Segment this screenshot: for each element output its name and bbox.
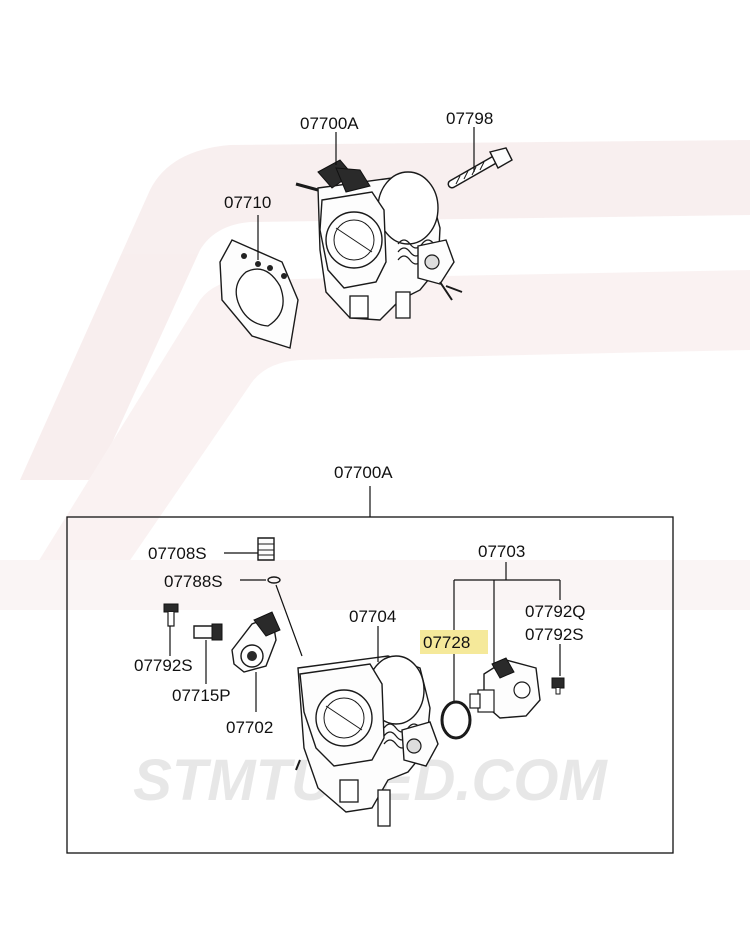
label-07792S-right: 07792S (525, 625, 584, 644)
bolt-07798 (447, 147, 513, 189)
label-07702: 07702 (226, 718, 273, 737)
throttle-body-top (295, 159, 463, 321)
label-07788S: 07788S (164, 572, 223, 591)
label-07792Q: 07792Q (525, 602, 586, 621)
o-ring-07788S (267, 576, 281, 584)
screw-07792S-left (163, 603, 179, 627)
label-07792S-left: 07792S (134, 656, 193, 675)
label-07703: 07703 (478, 542, 525, 561)
label-07700A-assembly: 07700A (334, 463, 393, 482)
tps-sensor-07702 (231, 611, 281, 673)
iac-valve-07703 (469, 657, 541, 719)
label-07715P: 07715P (172, 686, 231, 705)
label-07700A-top: 07700A (300, 114, 359, 133)
watermark-logo (0, 140, 750, 610)
assembly-frame (66, 516, 674, 854)
screw-07792Q (551, 677, 565, 695)
leader-07788S-to-body (275, 584, 303, 657)
label-07798: 07798 (446, 109, 493, 128)
label-07710: 07710 (224, 193, 271, 212)
connector-boot-07708S (257, 537, 275, 561)
o-ring-07728 (440, 700, 472, 740)
label-07708S: 07708S (148, 544, 207, 563)
gasket-07710 (219, 239, 299, 349)
label-07728: 07728 (423, 633, 470, 652)
screw-07715P (193, 623, 223, 641)
highlight-07728 (420, 630, 488, 654)
throttle-body-07704 (295, 655, 439, 827)
label-07704: 07704 (349, 607, 396, 626)
